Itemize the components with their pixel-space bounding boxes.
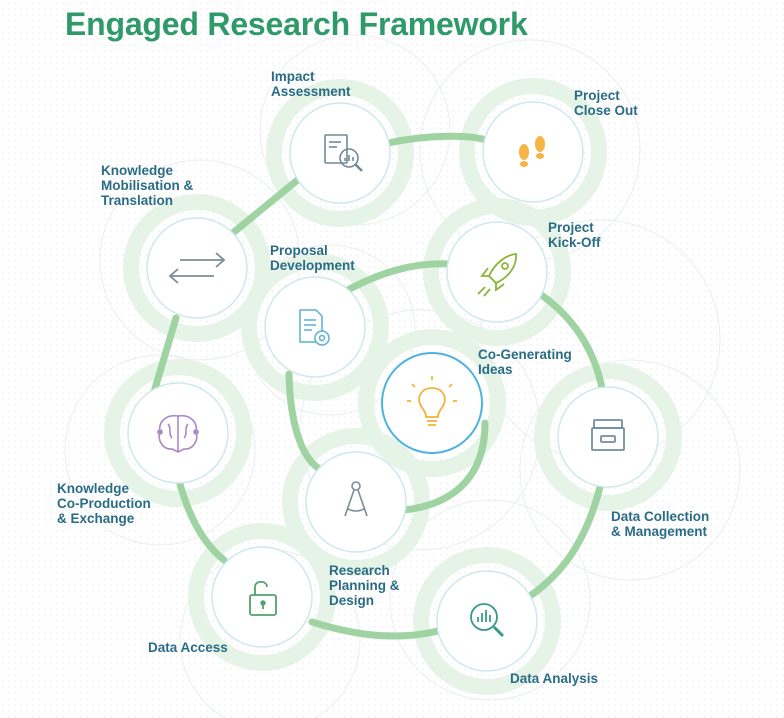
label-research-planning: Research Planning & Design <box>329 563 400 608</box>
label-data-analysis: Data Analysis <box>510 671 599 686</box>
label-data-access: Data Access <box>148 640 228 655</box>
node-data-collection[interactable] <box>557 386 659 488</box>
node-data-analysis[interactable] <box>436 570 538 672</box>
label-knowledge-mobilisation: Knowledge Mobilisation & Translation <box>101 163 194 208</box>
rocket-icon <box>477 253 517 297</box>
node-proposal-development[interactable] <box>264 276 366 378</box>
node-co-generating-ideas[interactable] <box>381 352 483 454</box>
document-gear-icon <box>299 309 330 346</box>
outer-process-path <box>150 132 606 640</box>
lightbulb-icon <box>407 376 457 426</box>
node-data-access[interactable] <box>211 546 313 648</box>
label-project-kick-off: Project Kick-Off <box>548 220 601 250</box>
node-knowledge-co-production[interactable] <box>127 382 229 484</box>
exchange-arrows-icon <box>168 252 226 284</box>
label-knowledge-co-production: Knowledge Co-Production & Exchange <box>57 481 151 526</box>
node-project-close-out[interactable] <box>482 101 584 203</box>
label-proposal-development: Proposal Development <box>270 243 355 273</box>
node-project-kick-off[interactable] <box>446 221 548 323</box>
label-co-generating-ideas: Co-Generating Ideas <box>478 347 572 377</box>
chart-magnifier-icon <box>470 603 505 638</box>
padlock-icon <box>249 580 277 616</box>
compass-icon <box>344 481 368 517</box>
footprints-icon <box>519 136 545 167</box>
page-title: Engaged Research Framework <box>65 6 528 42</box>
node-research-planning[interactable] <box>305 451 407 553</box>
archive-box-icon <box>591 419 625 451</box>
label-data-collection: Data Collection & Management <box>611 509 710 539</box>
inner-spiral-path <box>285 260 489 514</box>
report-magnifier-icon <box>324 134 363 172</box>
node-impact-assessment[interactable] <box>289 102 391 204</box>
label-impact-assessment: Impact Assessment <box>271 69 351 99</box>
label-project-close-out: Project Close Out <box>574 88 638 118</box>
node-halos <box>104 78 682 695</box>
node-knowledge-mobilisation[interactable] <box>146 217 248 319</box>
brain-icon <box>157 414 199 453</box>
